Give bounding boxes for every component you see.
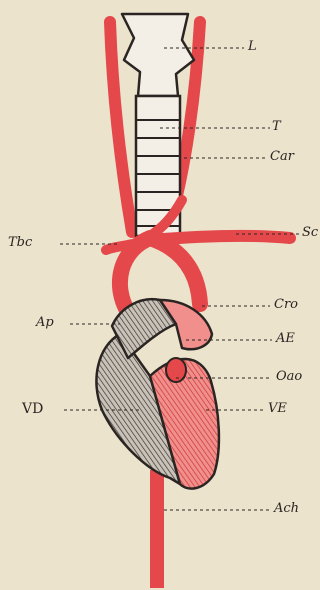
label-trachea: T: [272, 120, 281, 133]
heart: [96, 299, 219, 488]
label-brachiocephalic-trunk: Tbc: [8, 236, 32, 249]
label-aortic-orifice: Oao: [276, 370, 302, 383]
label-left-ventricle: VE: [268, 402, 287, 415]
label-larynx: L: [248, 40, 257, 53]
label-right-ventricle: VD: [22, 402, 43, 416]
label-subclavian: Sc: [302, 226, 318, 239]
label-pulmonary-artery: Ap: [36, 316, 54, 329]
larynx: [122, 14, 194, 96]
label-aortic-arch: Cro: [274, 298, 298, 311]
label-left-atrium: AE: [276, 332, 295, 345]
label-carotid: Car: [270, 150, 294, 163]
label-thoracic-aorta: Ach: [274, 502, 299, 515]
dorsal-aorta: [150, 470, 164, 588]
